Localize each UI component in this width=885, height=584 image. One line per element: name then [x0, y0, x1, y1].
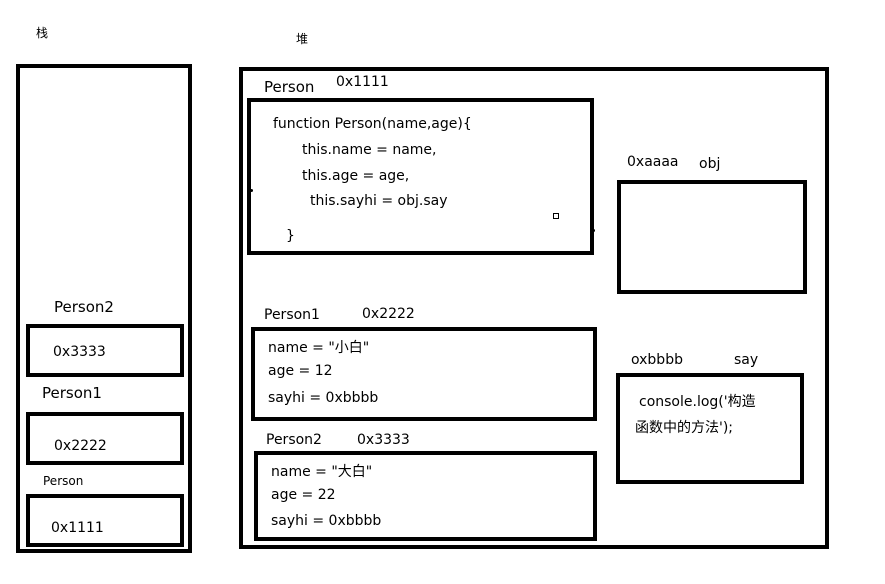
say-line-2: 函数中的方法');: [635, 420, 734, 436]
handle-dot-left: [250, 189, 253, 192]
person1-label: Person1: [264, 307, 320, 323]
person-function-line-1: function Person(name,age){: [273, 116, 472, 132]
stack-frame-person-address: 0x1111: [51, 520, 104, 536]
person-function-line-4: this.sayhi = obj.say: [310, 193, 448, 209]
stack-container: [16, 64, 192, 553]
handle-dot-right: [592, 229, 595, 232]
person2-line-1: name = "大白": [271, 464, 373, 480]
person-function-line-2: this.name = name,: [302, 142, 437, 158]
stack-frame-person-label: Person: [43, 474, 84, 488]
person-function-line-3: this.age = age,: [302, 168, 410, 184]
person2-line-3: sayhi = 0xbbbb: [271, 513, 382, 529]
person-function-address: 0x1111: [336, 74, 389, 90]
heap-title: 堆: [296, 32, 309, 46]
person2-label: Person2: [266, 432, 322, 448]
obj-label: obj: [699, 156, 721, 172]
handle-square: [553, 213, 559, 219]
person-function-line-5: }: [286, 228, 295, 244]
obj-box: [617, 180, 807, 294]
person1-line-3: sayhi = 0xbbbb: [268, 390, 379, 406]
say-line-1: console.log('构造: [639, 394, 756, 410]
person2-box: name = "大白" age = 22 sayhi = 0xbbbb: [254, 451, 597, 541]
say-label: say: [734, 352, 759, 368]
say-address: oxbbbb: [631, 352, 683, 368]
person1-line-2: age = 12: [268, 363, 333, 379]
stack-frame-person1: 0x2222: [26, 412, 184, 465]
person1-address: 0x2222: [362, 306, 415, 322]
person-function-label: Person: [264, 78, 315, 96]
stack-frame-person2-label: Person2: [54, 298, 114, 316]
stack-title: 栈: [36, 26, 49, 40]
stack-frame-person1-address: 0x2222: [54, 438, 107, 454]
person-function-box: function Person(name,age){ this.name = n…: [247, 98, 594, 255]
stack-frame-person1-label: Person1: [42, 384, 102, 402]
person1-line-1: name = "小白": [268, 340, 370, 356]
person2-address: 0x3333: [357, 432, 410, 448]
person1-box: name = "小白" age = 12 sayhi = 0xbbbb: [251, 327, 597, 421]
say-box: console.log('构造 函数中的方法');: [616, 373, 804, 484]
stack-frame-person2-address: 0x3333: [53, 344, 106, 360]
stack-frame-person2: 0x3333: [26, 324, 184, 377]
obj-address: 0xaaaa: [627, 154, 679, 170]
stack-frame-person: 0x1111: [26, 494, 184, 547]
person2-line-2: age = 22: [271, 487, 336, 503]
